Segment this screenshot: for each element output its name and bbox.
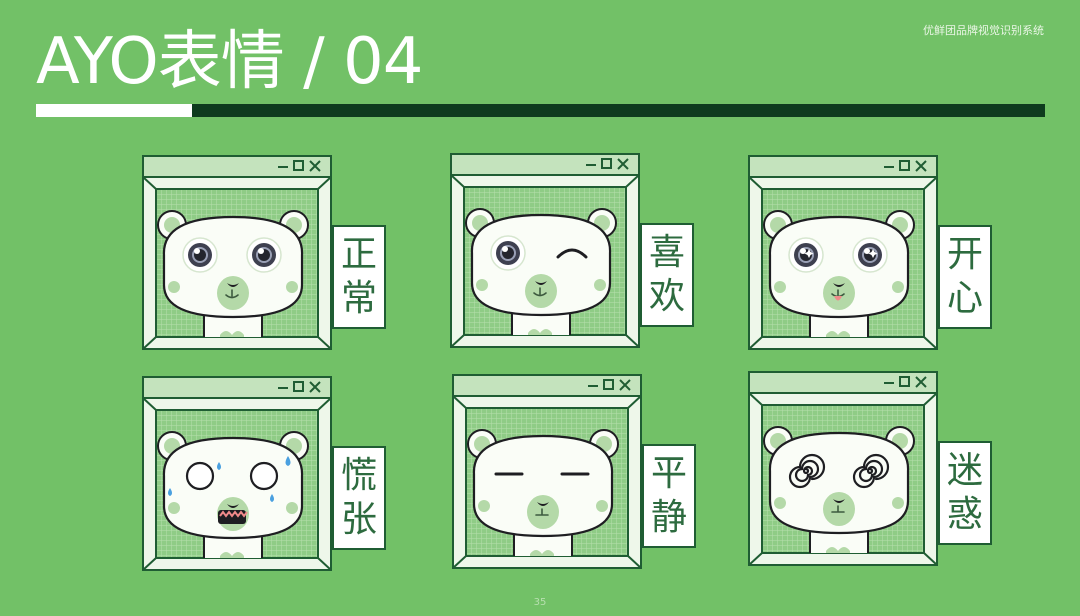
close-icon [915, 376, 927, 388]
page-number: 35 [533, 597, 547, 608]
expression-label: 喜 欢 [640, 223, 694, 327]
label-char-1: 迷 [946, 450, 983, 491]
label-char-1: 正 [340, 234, 377, 275]
maximize-icon [293, 381, 304, 392]
label-char-2: 惑 [946, 494, 983, 535]
close-icon [309, 160, 321, 172]
bear-face [763, 210, 915, 337]
expression-card-normal: 正 常 [142, 155, 398, 351]
progress-bar-fill [36, 104, 193, 117]
bear-face [467, 429, 619, 556]
label-char-1: 平 [650, 453, 687, 494]
label-char-1: 慌 [340, 455, 377, 496]
expression-label: 迷 惑 [938, 441, 992, 545]
maximize-icon [601, 158, 612, 169]
window-illustration [142, 376, 332, 571]
label-char-2: 心 [946, 278, 983, 319]
close-icon [915, 160, 927, 172]
maximize-icon [293, 160, 304, 171]
label-char-2: 静 [650, 497, 687, 538]
window-illustration [452, 374, 642, 569]
window-illustration [142, 155, 332, 350]
expression-label: 开 心 [938, 225, 992, 329]
close-icon [309, 381, 321, 393]
maximize-icon [899, 160, 910, 171]
label-char-2: 欢 [648, 276, 685, 317]
close-icon [617, 158, 629, 170]
window-illustration [450, 153, 640, 348]
window-illustration [748, 371, 938, 566]
expression-card-happy: 开 心 [748, 155, 1004, 351]
progress-bar [36, 104, 1045, 117]
label-char-2: 常 [340, 278, 377, 319]
bear-face [465, 208, 617, 335]
expression-card-wink: 喜 欢 [450, 153, 706, 349]
maximize-icon [603, 379, 614, 390]
label-char-2: 张 [340, 499, 377, 540]
expression-card-confused: 迷 惑 [748, 371, 1004, 567]
expression-label: 正 常 [332, 225, 386, 329]
bear-face [157, 210, 309, 337]
window-illustration [748, 155, 938, 350]
expression-label: 慌 张 [332, 446, 386, 550]
page-title: AYO表情 / 04 [36, 25, 423, 99]
brand-caption: 优鲜团品牌视觉识别系统 [923, 24, 1044, 37]
close-icon [619, 379, 631, 391]
expression-card-calm: 平 静 [452, 374, 708, 570]
expression-label: 平 静 [642, 444, 696, 548]
expression-card-panic: 慌 张 [142, 376, 398, 572]
bear-face [157, 431, 309, 558]
bear-face [763, 426, 915, 553]
label-char-1: 喜 [648, 232, 685, 273]
label-char-1: 开 [946, 234, 983, 275]
maximize-icon [899, 376, 910, 387]
